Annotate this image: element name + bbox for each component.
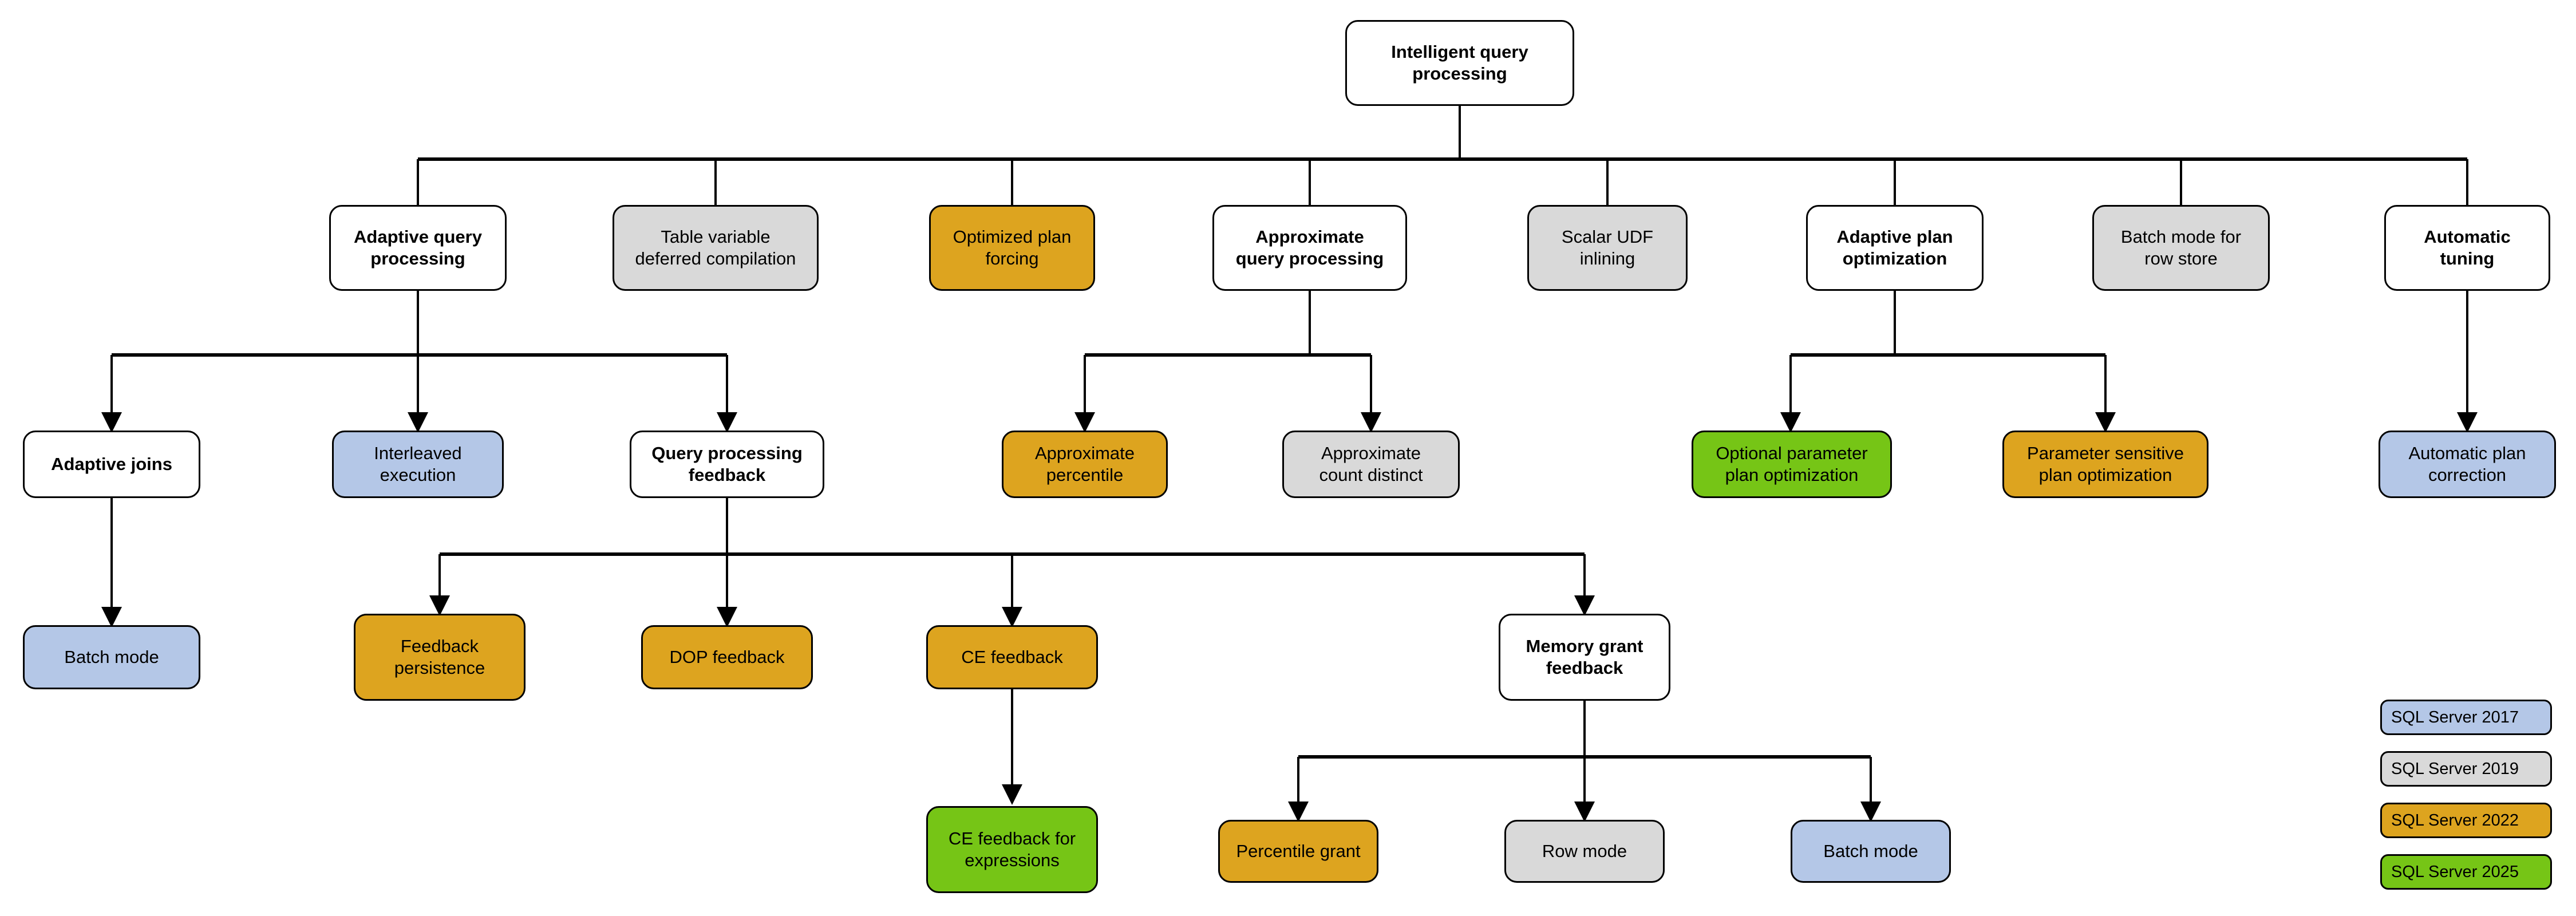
legend-item-sql-server-2019[interactable]: SQL Server 2019 [2380,751,2552,787]
node-scalar-udf-inlining[interactable]: Scalar UDF inlining [1527,205,1688,291]
node-approximate-query-processing[interactable]: Approximate query processing [1212,205,1407,291]
node-approximate-percentile[interactable]: Approximate percentile [1002,431,1168,498]
node-dop-feedback[interactable]: DOP feedback [641,625,813,689]
node-optional-parameter-plan-optimization[interactable]: Optional parameter plan optimization [1692,431,1892,498]
legend-item-sql-server-2025[interactable]: SQL Server 2025 [2380,854,2552,890]
node-adaptive-joins[interactable]: Adaptive joins [23,431,200,498]
node-percentile-grant[interactable]: Percentile grant [1218,820,1378,883]
node-query-processing-feedback[interactable]: Query processing feedback [630,431,824,498]
node-memory-grant-feedback[interactable]: Memory grant feedback [1499,614,1670,701]
node-adaptive-plan-optimization[interactable]: Adaptive plan optimization [1806,205,1984,291]
node-parameter-sensitive-plan-optimization[interactable]: Parameter sensitive plan optimization [2002,431,2208,498]
node-batch-mode-memory-grant[interactable]: Batch mode [1791,820,1951,883]
legend-item-sql-server-2022[interactable]: SQL Server 2022 [2380,803,2552,838]
node-feedback-persistence[interactable]: Feedback persistence [354,614,526,701]
node-ce-feedback[interactable]: CE feedback [926,625,1098,689]
node-table-variable-deferred-compilation[interactable]: Table variable deferred compilation [613,205,819,291]
node-intelligent-query-processing[interactable]: Intelligent query processing [1345,20,1574,106]
node-adaptive-query-processing[interactable]: Adaptive query processing [329,205,507,291]
node-row-mode[interactable]: Row mode [1504,820,1665,883]
legend-item-sql-server-2017[interactable]: SQL Server 2017 [2380,700,2552,735]
node-batch-mode-for-row-store[interactable]: Batch mode for row store [2092,205,2270,291]
node-optimized-plan-forcing[interactable]: Optimized plan forcing [929,205,1095,291]
node-ce-feedback-for-expressions[interactable]: CE feedback for expressions [926,806,1098,893]
node-batch-mode-adaptive-joins[interactable]: Batch mode [23,625,200,689]
node-interleaved-execution[interactable]: Interleaved execution [332,431,504,498]
node-automatic-tuning[interactable]: Automatic tuning [2384,205,2550,291]
node-automatic-plan-correction[interactable]: Automatic plan correction [2379,431,2556,498]
node-approximate-count-distinct[interactable]: Approximate count distinct [1282,431,1460,498]
